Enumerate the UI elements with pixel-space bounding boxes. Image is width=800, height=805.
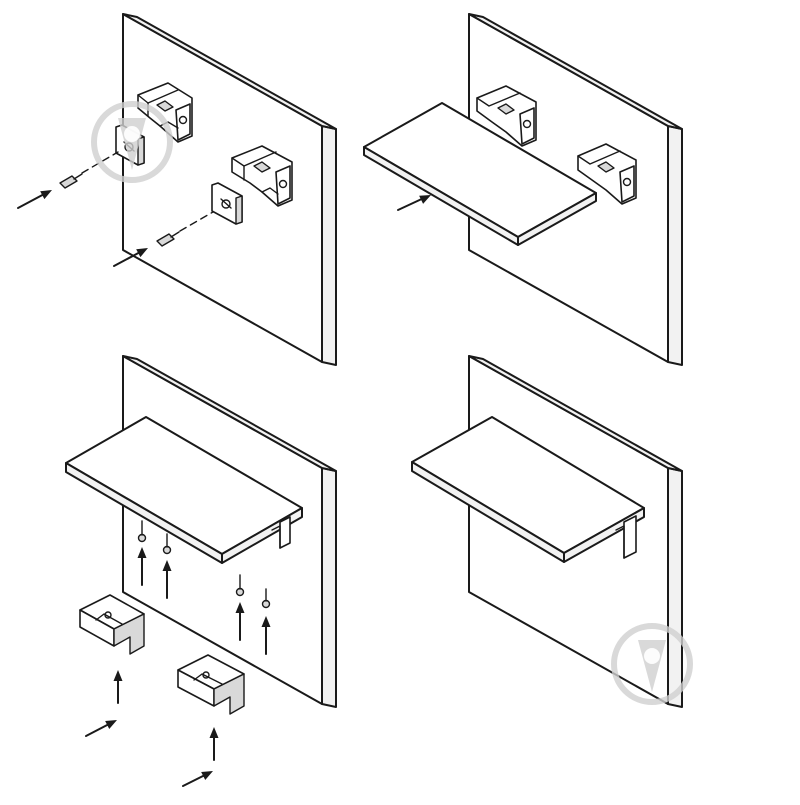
arrow-1b <box>113 244 151 267</box>
arrow-3f <box>85 715 120 737</box>
alignment-line-1b <box>179 211 214 232</box>
arrow-3c <box>235 602 245 641</box>
wall-bracket-2a <box>476 85 537 147</box>
bracket-cover-3b <box>177 654 245 715</box>
wall-bracket-1b <box>231 145 293 207</box>
step-3-panel <box>65 355 337 787</box>
step-4-panel <box>411 355 683 708</box>
arrow-3h <box>182 766 216 787</box>
screw-1a <box>59 173 83 189</box>
wall-bracket-2b <box>577 143 637 205</box>
mounting-plate-1b <box>211 182 243 225</box>
screw-1b <box>156 231 180 247</box>
arrow-3b <box>162 560 172 599</box>
arrow-2 <box>397 190 433 211</box>
arrow-1a <box>17 186 55 209</box>
arrow-3e <box>113 670 123 704</box>
shelf-bracket-4 <box>615 515 637 559</box>
brand-logo-watermark-bottom <box>611 623 693 705</box>
screw-3b <box>162 533 172 555</box>
screw-3c <box>235 574 245 597</box>
alignment-line-1a <box>81 151 119 174</box>
step-2-panel <box>363 13 683 366</box>
arrow-3a <box>137 547 147 586</box>
arrow-3d <box>261 616 271 655</box>
arrow-3g <box>209 727 219 761</box>
shelf-2 <box>363 102 597 246</box>
bracket-cover-3a <box>79 594 145 655</box>
brand-logo-watermark-top <box>91 101 173 183</box>
shelf-bracket-3 <box>271 516 291 549</box>
screw-3a <box>137 520 147 543</box>
screw-3d <box>261 588 271 609</box>
step-1-panel <box>17 13 337 366</box>
shelf-4 <box>411 416 645 563</box>
